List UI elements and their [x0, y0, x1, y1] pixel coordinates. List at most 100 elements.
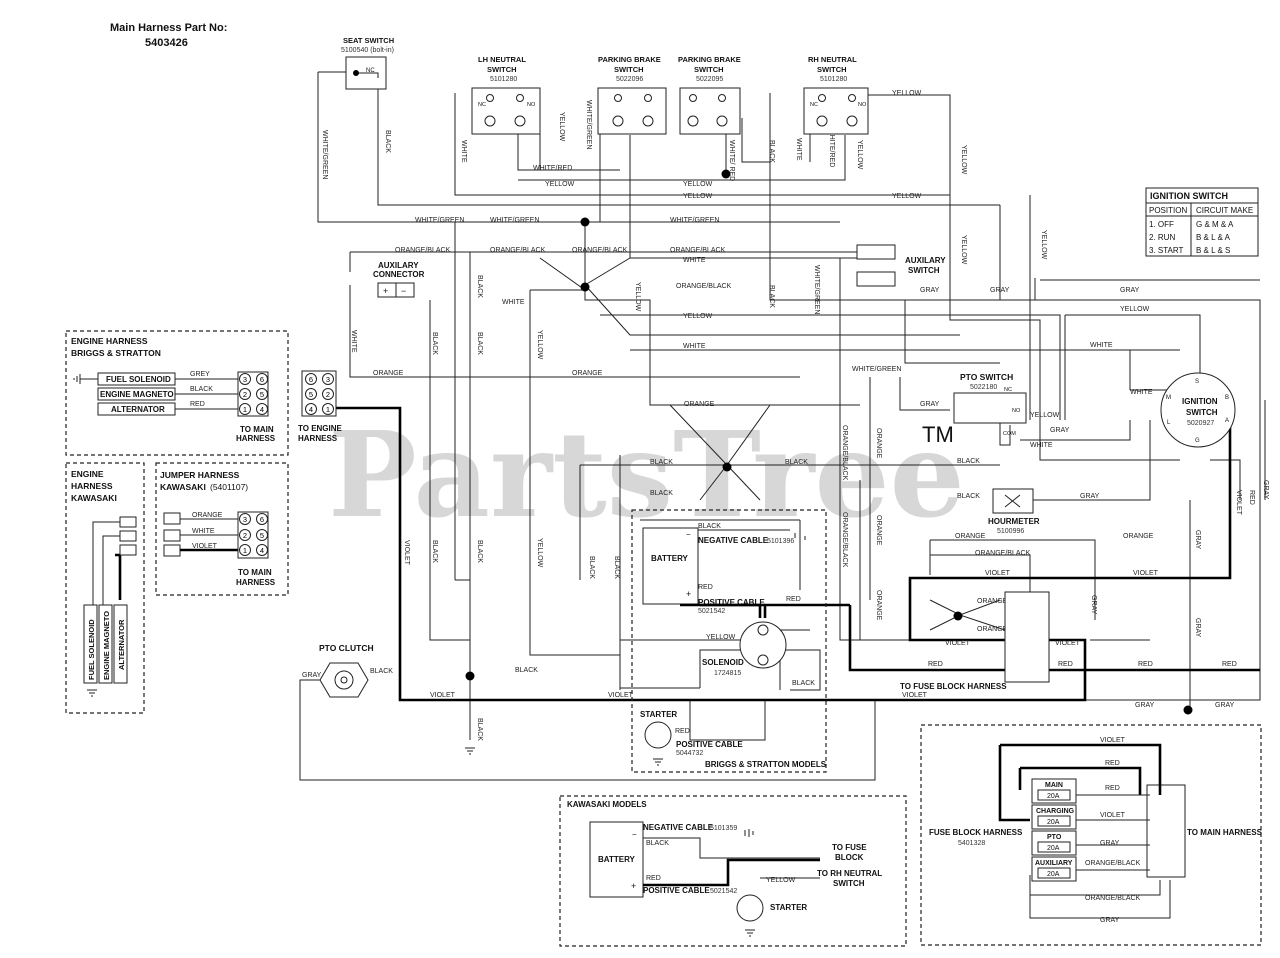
wl-orange-black-6: ORANGE/BLACK — [975, 550, 1031, 557]
jumper-title1: JUMPER HARNESS — [160, 470, 240, 480]
eng-kaw-engine-magneto: ENGINE MAGNETO — [102, 611, 111, 680]
wire-labels: WHITE/GREEN WHITE/GREEN WHITE/GREEN ORAN… — [302, 90, 1269, 741]
pto-com: COM — [1003, 431, 1016, 437]
kawasaki-models-section: KAWASAKI MODELS BATTERY − + NEGATIVE CAB… — [559, 795, 907, 947]
to-fuse-block-label: TO FUSE BLOCK HARNESS — [900, 682, 1007, 691]
connector-pin: 4 — [256, 544, 268, 556]
connector-pin-number: 1 — [243, 546, 247, 555]
ign-l: L — [1167, 420, 1171, 426]
connector-pin-number: 2 — [243, 531, 247, 540]
bs-battery-minus: − — [686, 530, 691, 539]
connector-pin-number: 4 — [260, 405, 264, 414]
kaw-wire-yellow: YELLOW — [766, 877, 796, 884]
wl-white-red: WHITE/RED — [533, 165, 572, 172]
wl-orange-3: ORANGE — [684, 401, 715, 408]
fuse-charging-name: CHARGING — [1036, 808, 1075, 815]
wl-v-black-4: BLACK — [476, 332, 483, 355]
kaw-title: KAWASAKI MODELS — [567, 800, 647, 809]
wl-white-5: WHITE — [1130, 389, 1153, 396]
rh-neutral-name1: RH NEUTRAL — [808, 55, 857, 64]
aux-conn-plus: + — [383, 286, 388, 296]
connector-pin-number: 5 — [260, 390, 264, 399]
kaw-to-rh-2: SWITCH — [833, 879, 865, 888]
wl-v-white-1: WHITE — [460, 140, 467, 163]
wl-v-violet-1: VIOLET — [403, 540, 410, 566]
ignition-row2-make: B & L & S — [1196, 246, 1230, 255]
wl-v-black-1: BLACK — [384, 130, 391, 153]
connector-pin: 4 — [256, 403, 268, 415]
connector-pin: 1 — [322, 403, 334, 415]
wl-white-green-1: WHITE/GREEN — [415, 217, 464, 224]
eng-bs-alternator: ALTERNATOR — [111, 405, 165, 414]
ign-pn: 5020927 — [1187, 420, 1214, 427]
wl-violet-1: VIOLET — [985, 570, 1011, 577]
wl-white-green-2: WHITE/GREEN — [490, 217, 539, 224]
connector-pin-number: 2 — [243, 390, 247, 399]
fuse-main-name: MAIN — [1045, 782, 1063, 789]
ignition-row0-pos: 1. OFF — [1149, 220, 1174, 229]
wl-v-orange-3: ORANGE — [875, 590, 882, 621]
pto-clutch: PTO CLUTCH — [319, 643, 374, 698]
kaw-wire-black: BLACK — [646, 840, 669, 847]
wl-black-1: BLACK — [650, 459, 673, 466]
pb1-name2: SWITCH — [614, 65, 644, 74]
wl-v-red-1: RED — [1248, 490, 1255, 505]
fuse-block-pn: 5401328 — [958, 840, 985, 847]
wl-v-white-red-2: WHITE/RED — [828, 128, 835, 167]
connector-pin-number: 6 — [260, 375, 264, 384]
fuse-charging-amp: 20A — [1047, 819, 1060, 826]
bs-starter-pn: 5044732 — [676, 750, 703, 757]
connector-pin: 5 — [305, 388, 317, 400]
briggs-battery-section: BATTERY − + NEGATIVE CABLE 5101396 POSIT… — [631, 509, 827, 773]
jumper-wire-white: WHITE — [192, 528, 215, 535]
kaw-to-fuse-2: BLOCK — [835, 853, 864, 862]
wl-v-white-red: WHITE/ RED — [728, 140, 735, 181]
wl-orange-black-4: ORANGE/BLACK — [670, 247, 726, 254]
eng-bs-to2: HARNESS — [236, 434, 276, 443]
ign-name2: SWITCH — [1186, 408, 1218, 417]
bs-pos-cable: POSITIVE CABLE — [698, 598, 765, 607]
wl-red-7: RED — [698, 584, 713, 591]
aux-conn-minus: − — [401, 286, 406, 296]
wl-orange-2: ORANGE — [572, 370, 603, 377]
wl-orange-black-1: ORANGE/BLACK — [395, 247, 451, 254]
connector-pin: 2 — [239, 529, 251, 541]
wl-red-5: RED — [786, 596, 801, 603]
eng-bs-engine-magneto: ENGINE MAGNETO — [100, 390, 174, 399]
wl-gray-5: GRAY — [1050, 427, 1070, 434]
ign-g: G — [1195, 438, 1200, 444]
connector-pin-number: 2 — [326, 390, 330, 399]
pb2-pn: 5022095 — [696, 76, 723, 83]
ign-a: A — [1225, 418, 1229, 424]
connector-pin-number: 4 — [260, 546, 264, 555]
wl-v-black-11: BLACK — [476, 718, 483, 741]
ignition-row1-make: B & L & A — [1196, 233, 1231, 242]
wl-white-2: WHITE — [502, 299, 525, 306]
wl-gray-8: GRAY — [1215, 702, 1235, 709]
bs-starter-label: STARTER — [640, 710, 677, 719]
bs-battery-plus: + — [686, 589, 691, 599]
eng-kaw-title2: HARNESS — [71, 481, 113, 491]
pto-no: NO — [1012, 408, 1021, 414]
rh-neutral-name2: SWITCH — [817, 65, 847, 74]
aux-conn-name2: CONNECTOR — [373, 270, 425, 279]
kaw-battery-plus: + — [631, 881, 636, 891]
fb-wire-gray-2: GRAY — [1100, 917, 1120, 924]
ignition-table: IGNITION SWITCH POSITION CIRCUIT MAKE 1.… — [1145, 187, 1259, 257]
wl-v-yellow-7: YELLOW — [634, 282, 641, 312]
wl-gray-1: GRAY — [920, 287, 940, 294]
wl-gray-4: GRAY — [920, 401, 940, 408]
pto-switch-pn: 5022180 — [970, 384, 997, 391]
pb1-name1: PARKING BRAKE — [598, 55, 661, 64]
fb-wire-red-2: RED — [1105, 785, 1120, 792]
bs-models-label: BRIGGS & STRATTON MODELS — [705, 760, 827, 769]
ign-s: S — [1195, 379, 1199, 385]
wl-violet-2: VIOLET — [1133, 570, 1159, 577]
wl-v-yellow-4: YELLOW — [960, 235, 967, 265]
wl-v-black-9: BLACK — [588, 556, 595, 579]
eng-bs-to1: TO MAIN — [240, 425, 274, 434]
pb1-pn: 5022096 — [616, 76, 643, 83]
to-engine-l2: HARNESS — [298, 434, 338, 443]
wl-v-yellow-8: YELLOW — [536, 538, 543, 568]
bs-pos-pn: 5021542 — [698, 608, 725, 615]
